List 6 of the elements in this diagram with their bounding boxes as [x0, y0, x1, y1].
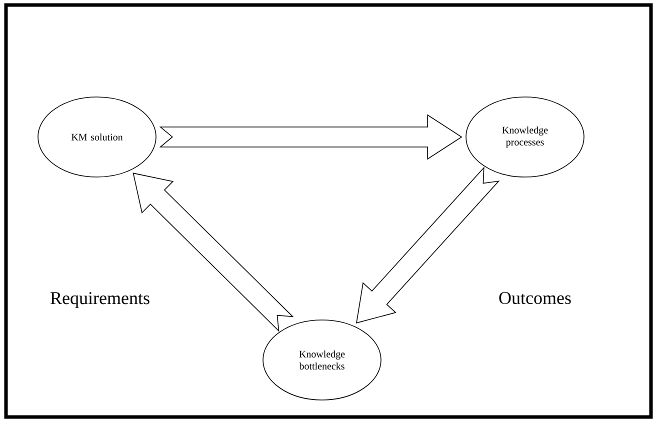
side-label: Outcomes [499, 292, 571, 304]
ellipse-node: Knowledge processes [466, 96, 584, 178]
ellipse-node: KM solution [38, 96, 156, 178]
side-label: Requirements [50, 292, 150, 308]
block-arrow [159, 114, 462, 160]
ellipse-node: Knowledge bottlenecks [262, 320, 382, 400]
